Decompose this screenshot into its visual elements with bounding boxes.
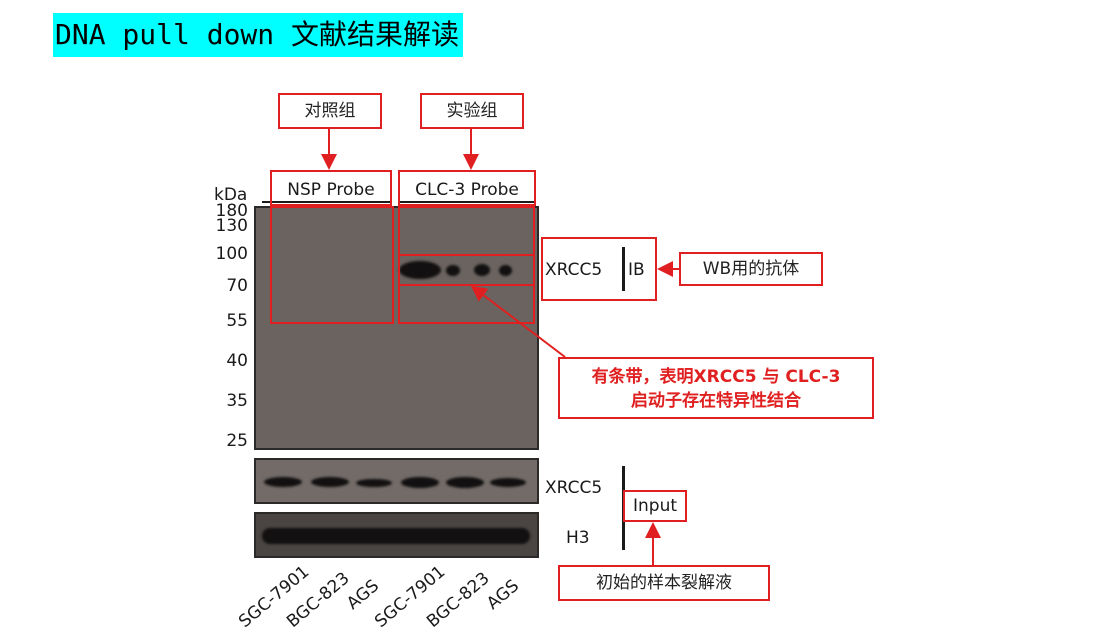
input-h3-blot	[254, 512, 539, 558]
page-title: DNA pull down 文献结果解读	[53, 13, 464, 57]
input-h3-label: H3	[566, 528, 590, 548]
marker-40: 40	[226, 351, 248, 371]
clc3-probe-underline	[400, 201, 534, 203]
wb-antibody-label: WB用的抗体	[702, 259, 800, 279]
clc3-probe-header: CLC-3 Probe	[415, 180, 519, 200]
marker-100: 100	[215, 244, 248, 264]
band-clc3-sgc7901	[399, 261, 441, 279]
input-label-box: Input	[623, 490, 687, 522]
input-xrcc5-band-1	[264, 477, 302, 487]
ib-label-box	[541, 237, 657, 301]
input-xrcc5-label: XRCC5	[545, 478, 603, 498]
ib-label: IB	[628, 260, 645, 280]
xrcc5-band-highlight-box	[398, 254, 535, 286]
ib-target-label: XRCC5	[545, 260, 603, 280]
input-label: Input	[632, 496, 678, 516]
experimental-group-callout: 实验组	[420, 93, 524, 129]
marker-130: 130	[215, 216, 248, 236]
experimental-group-label: 实验组	[446, 101, 498, 121]
kda-label: kDa	[214, 185, 248, 205]
nsp-probe-underline	[262, 201, 392, 203]
band-clc3-bgc823-b	[474, 264, 490, 276]
conclusion-line-2: 启动子存在特异性结合	[631, 391, 801, 411]
input-xrcc5-band-2	[311, 477, 349, 487]
lysate-label: 初始的样本裂解液	[596, 573, 732, 593]
control-group-callout: 对照组	[278, 93, 382, 129]
clc3-probe-header-box	[398, 170, 536, 206]
conclusion-line-1: 有条带，表明XRCC5 与 CLC-3	[591, 367, 841, 387]
input-xrcc5-band-4	[401, 477, 439, 488]
input-xrcc5-band-6	[490, 478, 526, 487]
marker-35: 35	[226, 391, 248, 411]
nsp-probe-header-box	[270, 170, 392, 206]
marker-55: 55	[226, 311, 248, 331]
input-xrcc5-band-3	[356, 479, 392, 487]
ib-bracket	[622, 247, 625, 291]
lysate-callout: 初始的样本裂解液	[558, 565, 770, 601]
marker-25: 25	[226, 431, 248, 451]
marker-180: 180	[215, 201, 248, 221]
conclusion-callout: 有条带，表明XRCC5 与 CLC-3 启动子存在特异性结合	[558, 357, 874, 419]
nsp-probe-header: NSP Probe	[287, 180, 375, 200]
band-clc3-bgc823-a	[446, 265, 460, 276]
control-group-label: 对照组	[304, 101, 356, 121]
nsp-lanes-box	[270, 206, 394, 324]
wb-antibody-callout: WB用的抗体	[679, 252, 823, 286]
input-h3-band	[262, 528, 530, 544]
band-clc3-ags	[499, 265, 512, 276]
input-xrcc5-blot	[254, 458, 539, 504]
input-xrcc5-band-5	[446, 477, 484, 488]
marker-70: 70	[226, 276, 248, 296]
